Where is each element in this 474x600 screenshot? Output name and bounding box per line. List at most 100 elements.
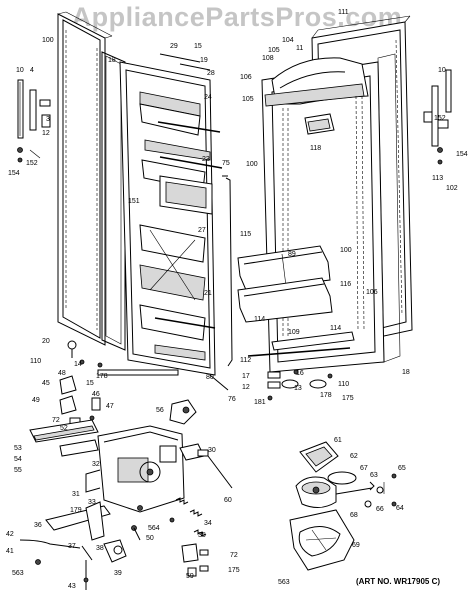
callout-label: 3 bbox=[46, 116, 50, 123]
callout-label: 15 bbox=[194, 43, 202, 50]
callout-label: 75 bbox=[222, 160, 230, 167]
callout-label: 105 bbox=[268, 47, 280, 54]
callout-label: 178 bbox=[320, 392, 332, 399]
right-door-hardware bbox=[267, 369, 333, 401]
ice-maker-assembly bbox=[289, 441, 397, 571]
callout-label: 175 bbox=[228, 567, 240, 574]
dispenser-lever bbox=[19, 501, 209, 590]
dispenser-assembly bbox=[29, 419, 233, 541]
callout-label: 39 bbox=[114, 570, 122, 577]
callout-label: 113 bbox=[432, 175, 443, 182]
callout-label: 106 bbox=[240, 74, 252, 81]
callout-label: 100 bbox=[340, 247, 352, 254]
callout-label: 154 bbox=[8, 170, 20, 177]
callout-label: 108 bbox=[262, 55, 274, 62]
callout-label: 48 bbox=[58, 370, 66, 377]
left-small-parts bbox=[59, 340, 197, 429]
callout-label: 32 bbox=[92, 461, 100, 468]
callout-label: 19 bbox=[200, 57, 208, 64]
dispenser-rod bbox=[209, 175, 233, 391]
art-number: (ART NO. WR17905 C) bbox=[356, 577, 441, 586]
callout-label: 114 bbox=[330, 325, 341, 332]
callout-label: 31 bbox=[72, 491, 80, 498]
callout-label: 59 bbox=[186, 573, 194, 580]
callout-label: 112 bbox=[240, 357, 251, 364]
callout-label: 110 bbox=[338, 381, 349, 388]
callout-label: 64 bbox=[396, 505, 404, 512]
callout-label: 56 bbox=[156, 407, 164, 414]
callout-label: 154 bbox=[456, 151, 468, 158]
callout-label: 27 bbox=[198, 227, 206, 234]
callout-label: 18 bbox=[402, 369, 410, 376]
callout-label: 76 bbox=[228, 396, 236, 403]
callout-label: 102 bbox=[446, 185, 458, 192]
callout-label: 53 bbox=[14, 445, 22, 452]
callout-label: 72 bbox=[52, 417, 60, 424]
callout-labels: 100 4 10 18 29 15 19 28 24 23 3 12 152 1… bbox=[6, 9, 468, 590]
callout-label: 63 bbox=[370, 472, 378, 479]
freezer-door-gasket bbox=[101, 51, 126, 351]
callout-label: 49 bbox=[32, 397, 40, 404]
callout-label: 30 bbox=[208, 447, 216, 454]
callout-label: 24 bbox=[204, 94, 212, 101]
callout-label: 4 bbox=[30, 67, 34, 74]
callout-label: 564 bbox=[148, 525, 160, 532]
freezer-door-outer-panel bbox=[57, 11, 113, 346]
callout-label: 563 bbox=[278, 579, 290, 586]
callout-label: 10 bbox=[16, 67, 24, 74]
callout-label: 10 bbox=[438, 67, 446, 74]
callout-label: 175 bbox=[342, 395, 354, 402]
callout-label: 46 bbox=[92, 391, 100, 398]
callout-label: 13 bbox=[294, 385, 302, 392]
callout-label: 65 bbox=[398, 465, 406, 472]
fresh-food-door-liner bbox=[237, 53, 401, 373]
callout-label: 152 bbox=[434, 115, 446, 122]
callout-label: 72 bbox=[230, 552, 238, 559]
callout-label: 14 bbox=[74, 361, 82, 368]
callout-label: 37 bbox=[68, 543, 76, 550]
callout-label: 66 bbox=[376, 506, 384, 513]
callout-label: 69 bbox=[352, 542, 360, 549]
callout-label: 179 bbox=[70, 507, 82, 514]
callout-label: 50 bbox=[146, 535, 154, 542]
callout-label: 68 bbox=[350, 512, 358, 519]
callout-label: 67 bbox=[360, 465, 368, 472]
callout-label: 45 bbox=[42, 380, 50, 387]
callout-label: 151 bbox=[128, 198, 140, 205]
callout-label: 35 bbox=[198, 532, 206, 539]
callout-label: 12 bbox=[42, 130, 50, 137]
callout-label: 62 bbox=[350, 453, 358, 460]
callout-label: 178 bbox=[96, 373, 108, 380]
callout-label: 47 bbox=[106, 403, 114, 410]
callout-label: 21 bbox=[204, 290, 212, 297]
callout-label: 100 bbox=[246, 161, 258, 168]
callout-label: 100 bbox=[42, 37, 54, 44]
callout-label: 152 bbox=[26, 160, 38, 167]
callout-label: 104 bbox=[282, 37, 294, 44]
freezer-door-liner bbox=[119, 53, 223, 376]
watermark: AppliancePartsPros.com bbox=[71, 2, 403, 32]
callout-label: 60 bbox=[224, 497, 232, 504]
callout-label: 105 bbox=[242, 96, 254, 103]
callout-label: 181 bbox=[254, 399, 266, 406]
callout-label: 109 bbox=[288, 329, 300, 336]
callout-label: 12 bbox=[242, 384, 250, 391]
callout-label: 16 bbox=[296, 370, 304, 377]
callout-label: 52 bbox=[60, 425, 68, 432]
callout-label: 11 bbox=[296, 45, 303, 52]
callout-label: 20 bbox=[42, 338, 50, 345]
callout-label: 55 bbox=[14, 467, 22, 474]
callout-label: 61 bbox=[334, 437, 342, 444]
callout-label: 28 bbox=[207, 70, 215, 77]
callout-label: 116 bbox=[340, 281, 351, 288]
callout-label: 15 bbox=[86, 380, 94, 387]
callout-label: 18 bbox=[108, 57, 116, 64]
callout-label: 29 bbox=[170, 43, 178, 50]
callout-label: 33 bbox=[88, 499, 96, 506]
callout-label: 41 bbox=[6, 548, 14, 555]
callout-label: 111 bbox=[338, 9, 349, 16]
callout-label: 563 bbox=[12, 570, 24, 577]
callout-label: 110 bbox=[30, 358, 41, 365]
